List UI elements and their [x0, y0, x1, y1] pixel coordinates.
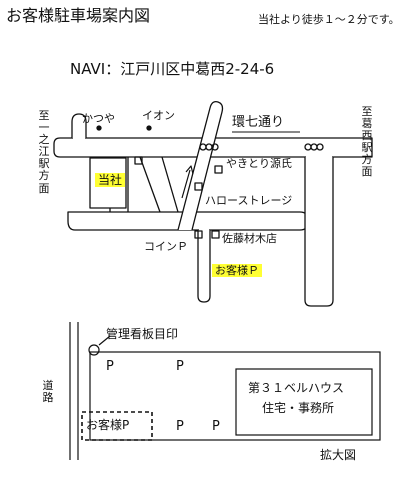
walk-note: 当社より徒歩１～２分です。 — [258, 13, 400, 26]
label-coin-p: コインＰ — [144, 240, 188, 253]
label-detail-customer-p: お客様P — [86, 418, 130, 432]
customer-road — [197, 230, 211, 303]
diagonal-road — [177, 100, 224, 231]
sign-marker — [88, 344, 100, 356]
label-left-station: 至一之江駅方面 — [38, 109, 50, 195]
label-kan7: 環七通り — [232, 115, 285, 130]
label-sign: 管理看板目印 — [106, 327, 179, 341]
navi-address: NAVI：江戸川区中葛西2-24-6 — [70, 60, 275, 78]
label-yakitori: やきとり源氏 — [226, 157, 292, 170]
label-hello-storage: ハローストレージ — [205, 194, 293, 207]
p-mark-4: P — [212, 419, 220, 434]
label-zoom: 拡大図 — [320, 448, 357, 462]
label-katsuya: かつや — [82, 112, 115, 125]
label-tousha: 当社 — [95, 173, 126, 187]
map-title: お客様駐車場案内図 — [6, 6, 151, 25]
label-customer-p: お客様Ｐ — [212, 264, 262, 277]
p-mark-2: P — [176, 359, 184, 374]
p-mark-3: P — [176, 419, 184, 434]
detail-lot — [89, 351, 381, 441]
p-mark-1: P — [106, 359, 114, 374]
customer-p-dashed — [81, 411, 153, 441]
building-line1: 第３１ベルハウス — [248, 381, 345, 395]
label-sato-zaimoku: 佐藤材木店 — [222, 232, 277, 245]
label-aeon: イオン — [142, 109, 175, 122]
left-road-north — [71, 113, 87, 138]
label-right-station: 至葛西駅方面 — [361, 105, 373, 179]
kasaibashi-road — [304, 157, 334, 307]
building-box — [235, 368, 373, 436]
direction-arrow — [181, 169, 191, 199]
building-line2: 住宅・事務所 — [262, 401, 335, 415]
diagonal-road-2 — [139, 156, 179, 213]
label-road: 道路 — [42, 379, 54, 405]
